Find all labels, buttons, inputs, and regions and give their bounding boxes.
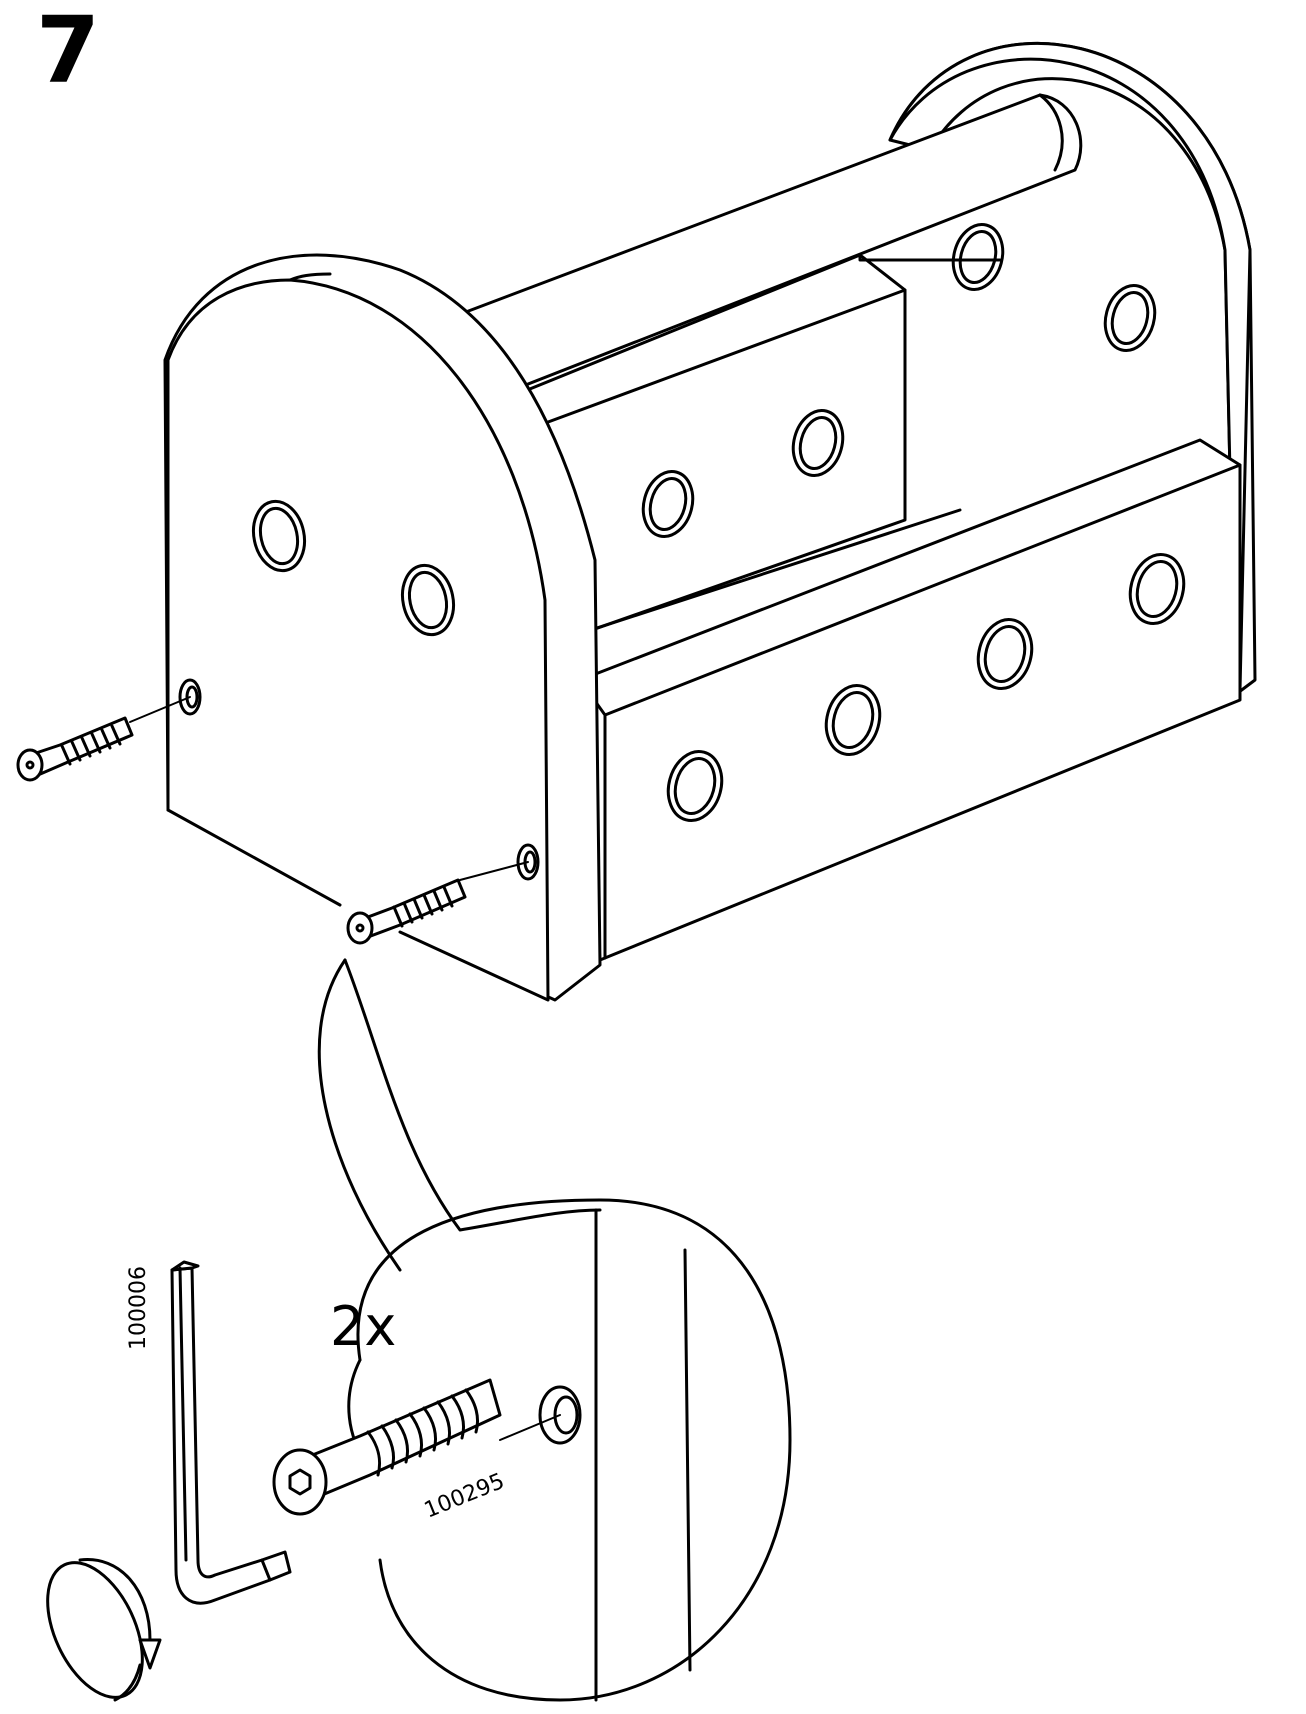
quantity-label: 2x [330, 1295, 396, 1358]
callout-connector [317, 958, 602, 1272]
rotation-arrow-icon [46, 1558, 162, 1702]
inner-floor-line [558, 508, 962, 642]
allen-key-part-number: 100006 [126, 1266, 151, 1350]
back-panel-holes [951, 223, 1157, 352]
handle-rod [448, 93, 1083, 397]
screw-part-number: 100295 [421, 1469, 508, 1524]
screw-left [16, 696, 191, 782]
step-number: 7 [36, 0, 101, 104]
detail-screw: 100295 [272, 1378, 508, 1524]
front-end-panel [163, 253, 602, 1002]
screw-bottom [346, 861, 529, 945]
detail-magnifier-circle [347, 1198, 792, 1702]
allen-key-tool: 100006 [126, 1260, 292, 1605]
